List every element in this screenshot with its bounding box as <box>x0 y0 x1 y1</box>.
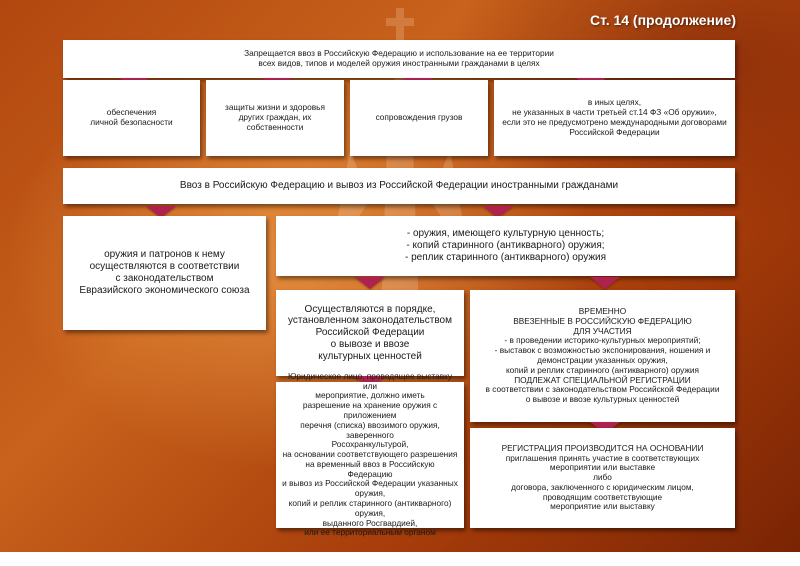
bottom-margin <box>0 552 800 566</box>
purpose-text: защиты жизни и здоровья других граждан, … <box>225 102 325 132</box>
arrow-down-icon <box>590 277 620 289</box>
slide-background: Ст. 14 (продолжение) Запрещается ввоз в … <box>0 0 800 552</box>
temporary-import-text: ВРЕМЕННО ВВЕЗЕННЫЕ В РОССИЙСКУЮ ФЕДЕРАЦИ… <box>485 306 720 405</box>
arrow-down-icon <box>355 277 385 289</box>
cultural-weapons-text: - оружия, имеющего культурную ценность; … <box>404 228 607 263</box>
arrow-down-icon <box>483 206 513 218</box>
arrow-down-icon <box>146 206 176 218</box>
purpose-box-protection: защиты жизни и здоровья других граждан, … <box>206 80 344 156</box>
prohibition-box: Запрещается ввоз в Российскую Федерацию … <box>63 40 735 78</box>
purpose-box-other: в иных целях, не указанных в части треть… <box>494 80 735 156</box>
legal-entity-text: Юридическое лицо, проводящее выставку ил… <box>282 370 458 538</box>
eaeu-text: оружия и патронов к нему осуществляются … <box>79 249 250 296</box>
import-export-text: Ввоз в Российскую Федерацию и вывоз из Р… <box>179 180 619 192</box>
eaeu-box: оружия и патронов к нему осуществляются … <box>63 216 266 330</box>
import-export-box: Ввоз в Российскую Федерацию и вывоз из Р… <box>63 168 735 204</box>
temporary-import-box: ВРЕМЕННО ВВЕЗЕННЫЕ В РОССИЙСКУЮ ФЕДЕРАЦИ… <box>470 290 735 422</box>
slide-title: Ст. 14 (продолжение) <box>589 12 736 28</box>
procedure-text: Осуществляются в порядке, установленном … <box>288 303 452 362</box>
registration-box: РЕГИСТРАЦИЯ ПРОИЗВОДИТСЯ НА ОСНОВАНИИ пр… <box>470 428 735 528</box>
purpose-box-cargo: сопровождения грузов <box>350 80 488 156</box>
purpose-text: обеспечения личной безопасности <box>90 107 173 127</box>
purpose-box-self-defense: обеспечения личной безопасности <box>63 80 200 156</box>
legal-entity-box: Юридическое лицо, проводящее выставку ил… <box>276 371 464 537</box>
registration-text: РЕГИСТРАЦИЯ ПРОИЗВОДИТСЯ НА ОСНОВАНИИ пр… <box>501 442 704 512</box>
prohibition-text: Запрещается ввоз в Российскую Федерацию … <box>244 48 554 68</box>
cultural-weapons-box: - оружия, имеющего культурную ценность; … <box>276 216 735 276</box>
purpose-text: сопровождения грузов <box>375 112 463 123</box>
purpose-text: в иных целях, не указанных в части треть… <box>502 97 727 137</box>
procedure-box: Осуществляются в порядке, установленном … <box>276 290 464 376</box>
